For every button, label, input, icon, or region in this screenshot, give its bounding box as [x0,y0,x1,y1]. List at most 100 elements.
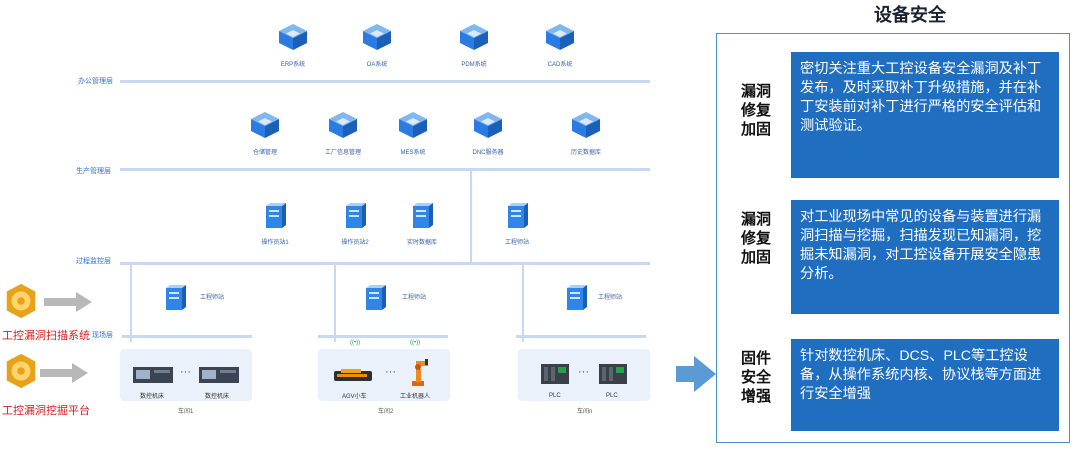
process-bus [120,262,650,265]
realtime-db-label: 实时数据库 [406,240,437,246]
connector [334,262,336,342]
factory-info-label: 工厂信息管理 [324,150,361,156]
warehouse-icon [248,110,282,140]
shop-2-device-2-label: 工业机器人 [400,394,431,400]
scan-system-icon [2,282,40,320]
section-1-heading-line-1: 漏洞 [740,83,771,100]
panel-title: 设备安全 [874,5,946,25]
shop-2-bus [318,335,448,338]
history-db-node: 历史数据库 [556,110,616,156]
shop-1-dots: ··· [180,366,191,378]
server-icon [162,282,188,312]
section-3-text: 针对数控机床、DCS、PLC等工控设备，从操作系统内核、协议栈等方面进行安全增强 [791,339,1059,431]
shop-1-device-1-label: 数控机床 [140,394,165,400]
shop-2-device-1-label: AGV小车 [342,394,367,400]
mes-node: MES系统 [383,110,443,156]
cad-label: CAD系统 [547,62,573,68]
warehouse-label: 仓储管理 [252,150,277,156]
section-1-heading: 漏洞 修复 加固 [736,82,776,139]
history-db-icon [569,110,603,140]
shop-2-workstation-label: 工程师站 [402,295,427,301]
wifi-icon: ((•)) [350,340,361,346]
server-icon [409,200,435,230]
right-arrow-icon [676,356,716,392]
realtime-db-node: 实时数据库 [392,200,452,246]
robot-icon [412,359,428,386]
erp-node: ERP系统 [263,22,323,68]
operator-1-node: 操作员站1 [245,200,305,246]
shop-n-area [518,349,650,401]
connector [522,262,524,342]
shop-n-bus [516,335,646,338]
wifi-icon: ((•)) [410,340,421,346]
section-1-heading-line-3: 加固 [740,121,771,138]
shop-n-workstation-label: 工程师站 [598,295,623,301]
scan-system-label: 工控漏洞扫描系统 [2,330,90,342]
server-icon [362,282,388,312]
section-1-text: 密切关注重大工控设备安全漏洞及补丁发布，及时采取补丁升级措施，并在补丁安装前对补… [791,52,1059,178]
shop-1-name: 车间1 [178,409,194,415]
pdm-icon [457,22,491,52]
right-arrow-icon [44,292,92,312]
section-2-text: 对工业现场中常见的设备与装置进行漏洞扫描与挖掘，扫描发现已知漏洞，挖掘未知漏洞，… [791,200,1059,314]
dnc-label: DNC服务器 [472,150,504,156]
section-1-heading-line-2: 修复 [740,102,771,119]
right-arrow-icon [40,363,88,383]
engineer-station-node: 工程师站 [487,200,547,246]
section-3-heading-line-1: 固件 [740,350,771,367]
engineer-station-label: 工程师站 [504,240,529,246]
shop-2-dots: ··· [385,366,396,378]
operator-2-node: 操作员站2 [325,200,385,246]
section-3-heading-line-3: 增强 [740,388,771,405]
shop-n-name: 车间n [577,409,593,415]
layer-label-process: 过程监控层 [76,258,111,265]
server-icon [563,282,589,312]
section-3-heading-line-2: 安全 [740,369,771,386]
erp-label: ERP系统 [280,62,306,68]
pdm-label: PDM系统 [461,62,487,68]
oa-node: OA系统 [347,22,407,68]
shop-n-dots: ··· [578,366,589,378]
cad-icon [543,22,577,52]
factory-info-icon [326,110,360,140]
oa-label: OA系统 [366,62,388,68]
dnc-node: DNC服务器 [458,110,518,156]
layer-label-office: 办公管理层 [78,78,113,85]
section-2-heading-line-1: 漏洞 [740,211,771,228]
section-2-heading: 漏洞 修复 加固 [736,210,776,267]
factory-info-node: 工厂信息管理 [313,110,373,156]
agv-icon [334,369,372,381]
erp-icon [276,22,310,52]
shop-1-bus [122,335,252,338]
shop-1-device-2-label: 数控机床 [205,394,230,400]
section-2-heading-line-3: 加固 [740,249,771,266]
cnc-machine-icon [199,367,239,383]
mining-platform-icon [2,352,40,390]
cad-node: CAD系统 [530,22,590,68]
server-icon [262,200,288,230]
layer-label-field: 现场层 [92,332,113,339]
office-bus [120,80,650,83]
section-2-heading-line-2: 修复 [740,230,771,247]
plc-icon [541,364,569,384]
production-bus [120,168,650,171]
server-icon [504,200,530,230]
mes-label: MES系统 [400,150,426,156]
cnc-machine-icon [133,367,173,383]
oa-icon [360,22,394,52]
shop-2-name: 车间2 [378,409,394,415]
connector [470,168,472,262]
shop-1-workstation-label: 工程师站 [200,295,225,301]
operator-1-label: 操作员站1 [261,240,289,246]
plc-icon [599,364,627,384]
history-db-label: 历史数据库 [570,150,601,156]
shop-n-device-2-label: PLC [606,393,618,399]
warehouse-node: 仓储管理 [235,110,295,156]
operator-2-label: 操作员站2 [341,240,369,246]
section-3-heading: 固件 安全 增强 [736,349,776,406]
pdm-node: PDM系统 [444,22,504,68]
mining-platform-label: 工控漏洞挖掘平台 [2,405,90,417]
server-icon [342,200,368,230]
layer-label-production: 生产管理层 [76,168,111,175]
shop-n-device-1-label: PLC [549,393,561,399]
